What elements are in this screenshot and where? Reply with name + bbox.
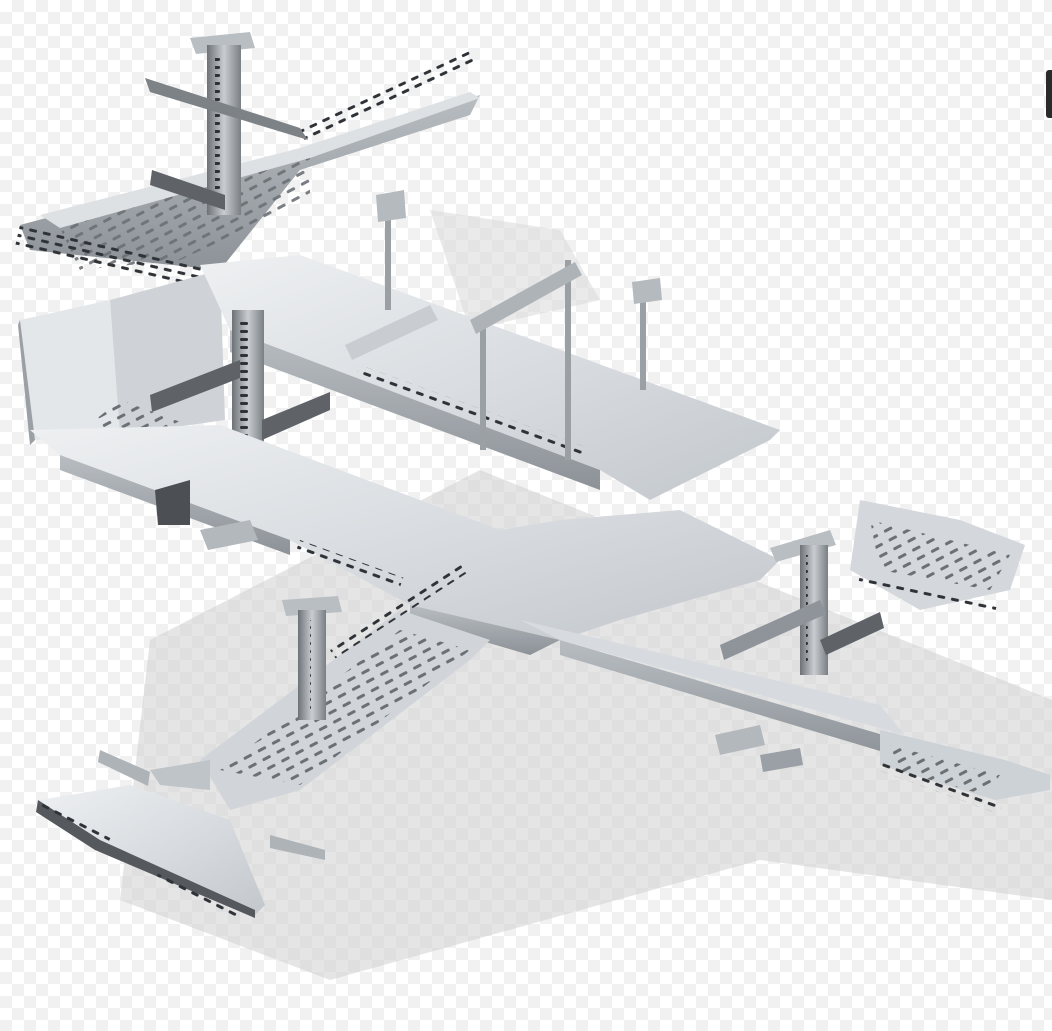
lower-left-bend-cover [36, 750, 325, 918]
hanger-rods [376, 190, 662, 460]
central-support-post [150, 310, 330, 460]
lower-left-perforated-tray [150, 562, 490, 810]
right-support-post [720, 530, 884, 675]
cast-shadow [120, 210, 1052, 980]
right-perforated-tray [850, 500, 1025, 614]
lower-left-support-post [282, 596, 342, 720]
lower-right-perforated-tray [876, 730, 1050, 814]
main-solid-tray-upper [200, 255, 780, 500]
upper-left-perforated-tray [15, 49, 480, 294]
vertical-support-post-top [145, 32, 308, 215]
cropped-object-edge [1046, 70, 1052, 118]
mounting-clamps [155, 480, 803, 772]
